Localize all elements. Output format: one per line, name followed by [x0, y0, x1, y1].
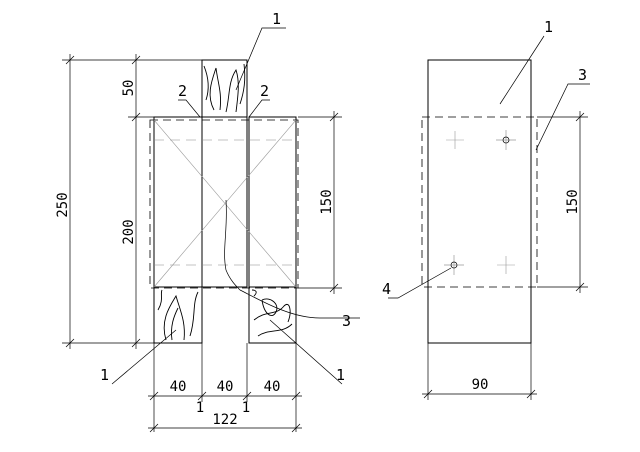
callout-1-top: 1: [272, 10, 281, 28]
diagonal-b: [153, 119, 297, 288]
side-steel-plate: [421, 116, 538, 288]
dim-90: 90: [472, 377, 489, 393]
grain-left-2: [171, 307, 179, 341]
dim-250: 250: [55, 192, 71, 217]
tick-40-d: [291, 391, 301, 401]
center-rod: [224, 199, 241, 291]
dim-40-c: 40: [264, 379, 281, 395]
callout-1-bottom-left: 1: [100, 366, 109, 384]
callout-1-bottom-right: 1: [336, 366, 345, 384]
steel-plate-outline: [149, 119, 299, 289]
dim-40-b: 40: [217, 379, 234, 395]
grain-right-4: [251, 289, 257, 297]
dim-1-b: 1: [242, 400, 250, 416]
tick-40-c: [242, 391, 252, 401]
callout-2-right: 2: [260, 82, 269, 100]
tick-50-bottom: [131, 112, 141, 122]
dim-40-a: 40: [170, 379, 187, 395]
tick-90-right: [526, 389, 536, 399]
grain-top-1: [209, 67, 221, 111]
side-view: [388, 35, 590, 400]
bolt-cross-lower-right: [497, 256, 515, 274]
side-wood-block: [427, 59, 532, 344]
tick-40-b: [197, 391, 207, 401]
dim-122: 122: [212, 412, 237, 428]
bolt-lower-left: [444, 255, 464, 275]
tick-250-top: [65, 55, 75, 65]
tick-122-left: [149, 423, 159, 433]
dim-50: 50: [121, 80, 137, 97]
left-wood-column: [153, 116, 203, 344]
tick-122-right: [291, 423, 301, 433]
tick-200-bottom: [131, 338, 141, 348]
tick-150-front-top: [329, 112, 339, 122]
leader-c2-right: [248, 99, 270, 118]
grain-top-4: [239, 63, 246, 105]
dim-1-a: 1: [196, 400, 204, 416]
tick-90-left: [423, 389, 433, 399]
front-dimensions: [62, 54, 342, 433]
center-column: [201, 117, 248, 288]
grain-right-2: [257, 323, 293, 337]
front-view: [111, 27, 360, 385]
grain-right-3: [261, 298, 278, 316]
bolt-upper-right: [496, 130, 516, 150]
right-wood-column: [248, 116, 297, 344]
grain-top-2: [225, 68, 239, 113]
callout-3-side: 3: [578, 66, 587, 84]
grain-left-3: [189, 291, 199, 337]
leader-c3-front: [239, 289, 360, 319]
tick-250-bottom: [65, 338, 75, 348]
leader-c2-left: [178, 99, 201, 118]
tick-150-side-bottom: [575, 282, 585, 292]
leader-c1-bottom-right: [269, 319, 343, 385]
grain-left-1: [163, 294, 185, 341]
tick-150-side-top: [575, 112, 585, 122]
tick-50-top: [131, 55, 141, 65]
leader-c1-bottom-left: [111, 329, 177, 385]
callout-1-side: 1: [544, 18, 553, 36]
leader-c4-side: [388, 267, 452, 299]
tick-40-a: [149, 391, 159, 401]
leader-c1-top: [235, 27, 286, 91]
grain-right-1: [253, 304, 291, 323]
dim-200: 200: [121, 219, 137, 244]
leader-c3-side: [535, 83, 590, 151]
dim-150-front: 150: [319, 189, 335, 214]
grain-left-4: [157, 289, 163, 311]
callout-4-side: 4: [382, 280, 391, 298]
leader-c1-side: [499, 35, 545, 105]
callout-2-left: 2: [178, 82, 187, 100]
tick-150-front-bottom: [329, 283, 339, 293]
grain-top-3: [203, 65, 209, 101]
top-wood-block: [201, 59, 248, 118]
bolt-cross-upper-left: [446, 131, 464, 149]
callout-3-front: 3: [342, 312, 351, 330]
dim-150-side: 150: [565, 189, 581, 214]
